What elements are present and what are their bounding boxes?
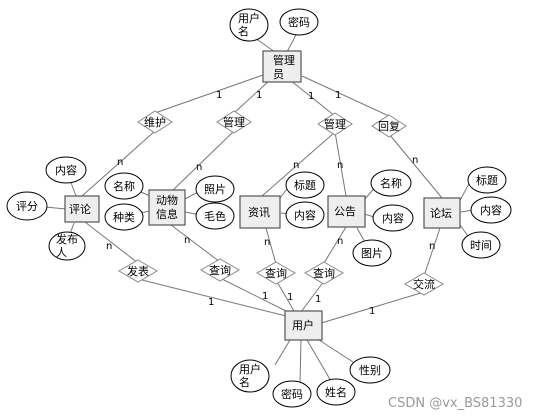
relationship-query-notice[interactable]: 查询 [304, 261, 344, 285]
entity-animal-label: 动物信息 [156, 193, 178, 221]
card-reply-admin: 1 [335, 90, 341, 101]
attribute-forum-time-label: 时间 [470, 239, 492, 252]
attribute-news-content: 内容 [285, 201, 325, 229]
attribute-comment-content-label: 内容 [55, 163, 77, 177]
attribute-news-content-label: 内容 [294, 208, 316, 222]
entity-notice-label: 公告 [334, 205, 356, 218]
relationship-query-news[interactable]: 查询 [256, 261, 296, 285]
attribute-animal-name: 名称 [104, 172, 144, 200]
relationship-publish-label: 发表 [127, 264, 149, 278]
attribute-comment-content: 内容 [45, 156, 87, 184]
card-manage-info-admin: 1 [308, 91, 314, 102]
entity-news-label: 资讯 [248, 206, 270, 219]
relationship-maintain[interactable]: 维护 [137, 110, 173, 134]
entity-forum-label: 论坛 [430, 206, 452, 220]
attribute-user-name-label: 姓名 [325, 385, 347, 399]
card-query-notice-user: 1 [315, 294, 321, 305]
attribute-animal-kind: 种类 [104, 203, 144, 231]
attribute-comment-publisher-label: 发布人 [56, 232, 78, 259]
attribute-notice-image-label: 图片 [361, 247, 383, 260]
attribute-user-username: 用户名 [230, 359, 270, 393]
attribute-user-password-label: 密码 [281, 387, 303, 401]
attribute-animal-photo-label: 照片 [204, 183, 226, 196]
attribute-comment-rating: 评分 [6, 191, 48, 221]
card-communicate-user: 1 [369, 306, 375, 317]
attribute-admin-username-label: 用户名 [238, 11, 260, 38]
attribute-animal-fur-label: 毛色 [204, 209, 226, 223]
relationship-communicate[interactable]: 交流 [404, 272, 444, 296]
card-communicate-forum: n [429, 241, 435, 252]
card-query-notice-notice: n [337, 236, 343, 247]
attribute-forum-title: 标题 [467, 166, 507, 194]
attribute-forum-time: 时间 [461, 231, 501, 259]
entity-user-label: 用户 [292, 318, 314, 332]
relationship-manage-info-label: 管理 [324, 117, 346, 131]
relationship-query-animal[interactable]: 查询 [200, 258, 240, 282]
relationship-manage-animal[interactable]: 管理 [216, 110, 252, 134]
attribute-comment-publisher: 发布人 [48, 231, 86, 261]
attribute-forum-content: 内容 [470, 196, 512, 224]
card-publish-user: 1 [208, 297, 214, 308]
attribute-notice-image: 图片 [352, 239, 392, 267]
relationship-manage-info[interactable]: 管理 [317, 112, 353, 136]
cardinality-labels: 1 n 1 n 1 n n 1 n n 1 n 1 n 1 n 1 n 1 [106, 90, 435, 317]
relationship-query-notice-label: 查询 [313, 266, 335, 280]
card-maintain-admin: 1 [216, 90, 222, 101]
entity-forum[interactable]: 论坛 [423, 197, 461, 229]
relationship-maintain-label: 维护 [144, 115, 166, 129]
attribute-notice-name-label: 名称 [380, 176, 402, 190]
card-query-news-user: 1 [287, 292, 293, 303]
relationship-manage-animal-label: 管理 [223, 115, 245, 129]
attribute-animal-name-label: 名称 [113, 179, 135, 193]
entity-user[interactable]: 用户 [284, 310, 323, 341]
attribute-notice-content: 内容 [372, 204, 414, 232]
entity-admin[interactable]: 管理员 [262, 50, 302, 83]
attribute-admin-password: 密码 [279, 8, 319, 36]
entity-comment[interactable]: 评论 [64, 195, 100, 223]
attribute-user-gender-label: 性别 [359, 363, 381, 377]
relationship-edges [81, 74, 443, 325]
attribute-user-name: 姓名 [316, 378, 356, 406]
entity-comment-label: 评论 [69, 202, 91, 216]
attribute-news-title: 标题 [285, 171, 325, 199]
card-query-animal-animal: n [184, 235, 190, 246]
attribute-notice-name: 名称 [370, 169, 412, 197]
card-manage-animal-animal: n [196, 162, 202, 173]
entity-news[interactable]: 资讯 [239, 195, 281, 229]
relationship-communicate-label: 交流 [413, 277, 435, 291]
attribute-user-password: 密码 [272, 380, 312, 408]
relationship-reply-label: 回复 [378, 119, 400, 133]
attribute-admin-password-label: 密码 [288, 15, 310, 29]
relationship-reply[interactable]: 回复 [371, 114, 407, 138]
entity-admin-label: 管理员 [273, 53, 295, 81]
attribute-animal-photo: 照片 [195, 175, 235, 203]
card-reply-forum: n [412, 155, 418, 166]
attribute-notice-content-label: 内容 [382, 211, 404, 225]
entity-notice[interactable]: 公告 [327, 195, 366, 228]
attribute-comment-rating-label: 评分 [16, 200, 38, 213]
card-publish-comment: n [106, 241, 112, 252]
relationship-query-animal-label: 查询 [209, 263, 231, 277]
card-manage-info-news: n [293, 160, 299, 171]
attribute-admin-username: 用户名 [229, 8, 269, 42]
relationship-publish[interactable]: 发表 [118, 259, 158, 283]
card-manage-info-notice: n [337, 160, 343, 171]
attribute-animal-fur: 毛色 [195, 202, 235, 230]
card-query-news-news: n [264, 237, 270, 248]
entity-animal[interactable]: 动物信息 [148, 189, 186, 226]
card-query-animal-user: 1 [262, 291, 268, 302]
card-maintain-comment: n [117, 157, 123, 168]
attribute-forum-title-label: 标题 [476, 173, 498, 187]
attribute-forum-content-label: 内容 [480, 203, 502, 217]
attribute-news-title-label: 标题 [294, 178, 316, 192]
attribute-user-gender: 性别 [349, 356, 391, 384]
attribute-animal-kind-label: 种类 [113, 210, 135, 224]
relationship-query-news-label: 查询 [265, 266, 287, 280]
card-manage-animal-admin: 1 [256, 90, 262, 101]
attribute-user-username-label: 用户名 [239, 362, 261, 389]
watermark: CSDN @vx_BS81330 [388, 396, 522, 411]
